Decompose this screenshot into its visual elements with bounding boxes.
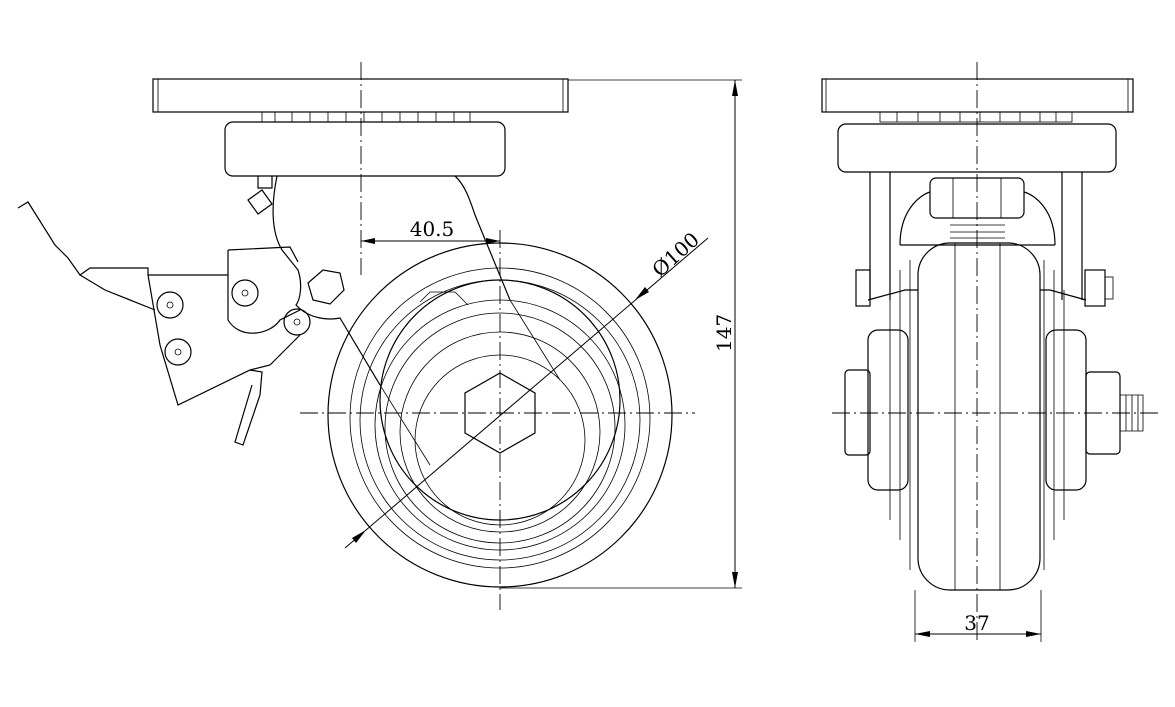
dimension-height: 147: [500, 79, 742, 589]
fork-legs: [869, 172, 1083, 300]
kingpin-thread: [950, 224, 1005, 239]
fork-nut: [307, 269, 345, 305]
wheel-front: [917, 242, 1041, 591]
fork: [272, 175, 511, 386]
side-view: 40.5 Ø100 147: [17, 62, 742, 610]
bearing-balls: [261, 111, 471, 123]
swivel-housing: [224, 121, 506, 177]
top-plate-front: [821, 78, 1134, 113]
brake-lever: [17, 201, 311, 446]
grease-nipple: [247, 176, 273, 215]
dimension-width: 37: [914, 590, 1042, 642]
bearing-balls-front: [879, 111, 1073, 123]
dimension-height-label: 147: [712, 314, 736, 352]
fork-bolt-left: [855, 269, 871, 307]
front-view: 37: [821, 62, 1158, 642]
dimension-diameter-label: Ø100: [647, 227, 704, 281]
dimension-offset-label: 40.5: [410, 217, 455, 241]
fork-bolt-right: [1084, 269, 1106, 307]
top-plate: [152, 78, 569, 113]
dimension-width-label: 37: [964, 611, 989, 635]
axle-nut-left: [844, 369, 871, 456]
dimension-offset: 40.5: [361, 217, 500, 244]
axle-hex-nut: [464, 372, 536, 454]
